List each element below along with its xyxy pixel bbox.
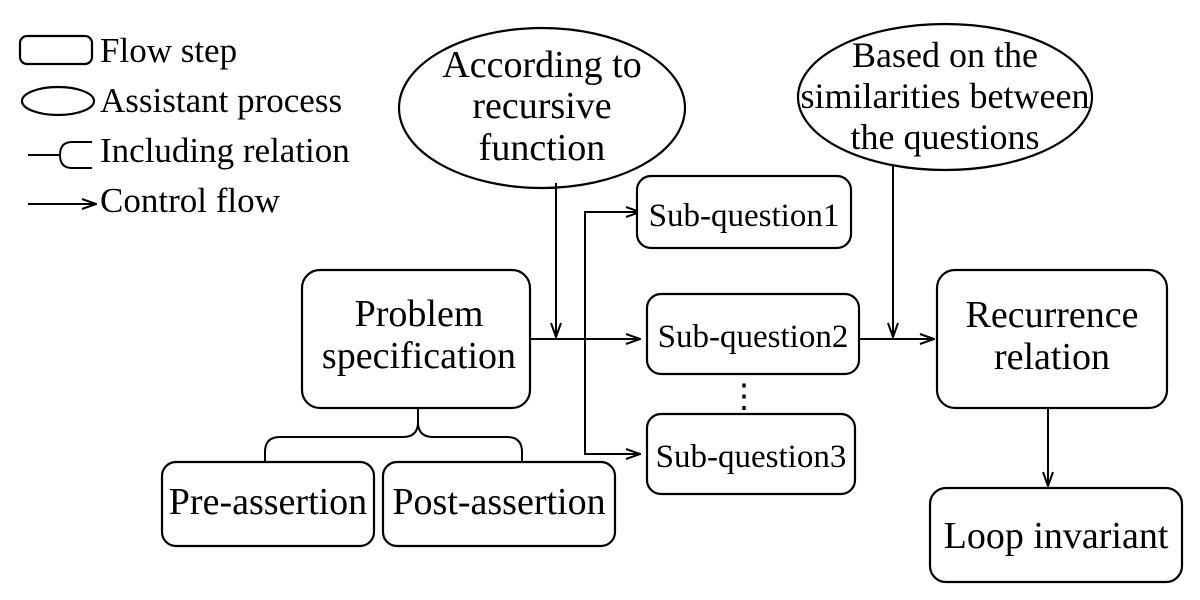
- similarities-ellipse: [796, 22, 1094, 172]
- sub-question2-label: Sub-question2: [658, 319, 849, 355]
- recursive-function-ellipse: [397, 26, 687, 190]
- ellipse-recursive-function: According to recursive function: [397, 26, 687, 190]
- sub-question2-step: Sub-question2: [645, 292, 861, 376]
- arrow-to-sub-question1: [584, 212, 640, 339]
- ellipse-similarities: Based on the similarities between the qu…: [796, 22, 1094, 172]
- similarities-line3: the questions: [851, 117, 1040, 157]
- legend-flow-step-label: Flow step: [100, 31, 237, 70]
- loop-invariant-step: Loop invariant: [928, 486, 1184, 584]
- legend-flow-step-symbol: [18, 34, 94, 66]
- problem-specification-line2: specification: [322, 335, 516, 377]
- recursive-function-line3: function: [479, 127, 606, 169]
- pre-assertion-label: Pre-assertion: [169, 481, 367, 523]
- legend-control-flow-label: Control flow: [100, 181, 281, 220]
- legend-including-relation-label: Including relation: [100, 131, 350, 170]
- similarities-line1: Based on the: [852, 35, 1038, 75]
- recursive-function-line1: According to: [442, 44, 641, 86]
- sub-question1-step: Sub-question1: [635, 174, 853, 250]
- sub-question3-box: [645, 412, 857, 496]
- sub-question3-label: Sub-question3: [656, 439, 847, 475]
- recurrence-relation-line2: relation: [994, 336, 1110, 378]
- pre-assertion-step: Pre-assertion: [160, 460, 376, 548]
- legend-assistant-process-symbol: [20, 85, 96, 117]
- problem-specification-step: Problem specification: [300, 268, 532, 410]
- post-assertion-step: Post-assertion: [381, 460, 617, 548]
- loop-invariant-label: Loop invariant: [944, 515, 1169, 557]
- sub-question3-step: Sub-question3: [645, 412, 857, 496]
- recurrence-relation-line1: Recurrence: [966, 294, 1139, 336]
- sub-question-ellipsis: ⋮: [728, 379, 761, 415]
- recurrence-relation-step: Recurrence relation: [935, 268, 1169, 410]
- legend-including-relation-symbol: [28, 141, 92, 169]
- recursive-function-line2: recursive: [472, 85, 611, 127]
- similarities-line2: similarities between: [801, 76, 1090, 116]
- problem-specification-line1: Problem: [355, 293, 484, 335]
- post-assertion-box: [381, 460, 617, 548]
- pre-assertion-box: [160, 460, 376, 548]
- post-assertion-label: Post-assertion: [392, 481, 605, 523]
- legend: Flow step Assistant process Including re…: [18, 31, 350, 220]
- arrow-to-sub-question3: [584, 339, 640, 454]
- including-relation-bracket: [264, 408, 523, 464]
- sub-question1-label: Sub-question1: [649, 198, 840, 234]
- sub-question2-box: [645, 292, 861, 376]
- loop-invariant-box: [928, 486, 1184, 584]
- legend-assistant-process-label: Assistant process: [100, 81, 342, 120]
- recurrence-relation-box: [935, 268, 1169, 410]
- sub-question1-box: [635, 174, 853, 250]
